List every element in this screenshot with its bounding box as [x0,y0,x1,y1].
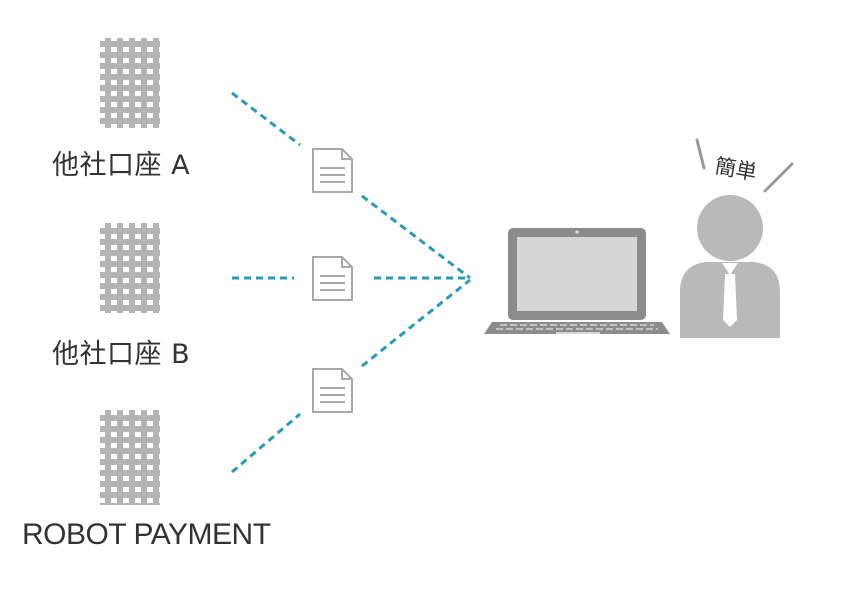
flow-line-c-right [361,278,471,368]
building-icon-b [100,223,160,313]
flow-line-a-right [361,194,471,280]
flow-line-a-left [231,91,301,147]
building-icon-robot-payment [100,410,160,505]
person-icon [680,195,780,338]
document-icon-c [312,368,353,413]
bank-b-label: 他社口座 B [52,339,191,370]
flow-lines [231,91,471,474]
necktie [723,274,737,327]
flow-line-c-left [231,412,301,474]
bank-a-label: 他社口座 A [52,150,191,181]
building-icon-a [100,38,160,128]
emphasis-marks [695,138,794,193]
robot-payment-label: ROBOT PAYMENT [22,518,271,551]
document-icon-b [312,256,353,301]
laptop-icon [484,228,670,334]
document-icon-a [312,148,353,193]
